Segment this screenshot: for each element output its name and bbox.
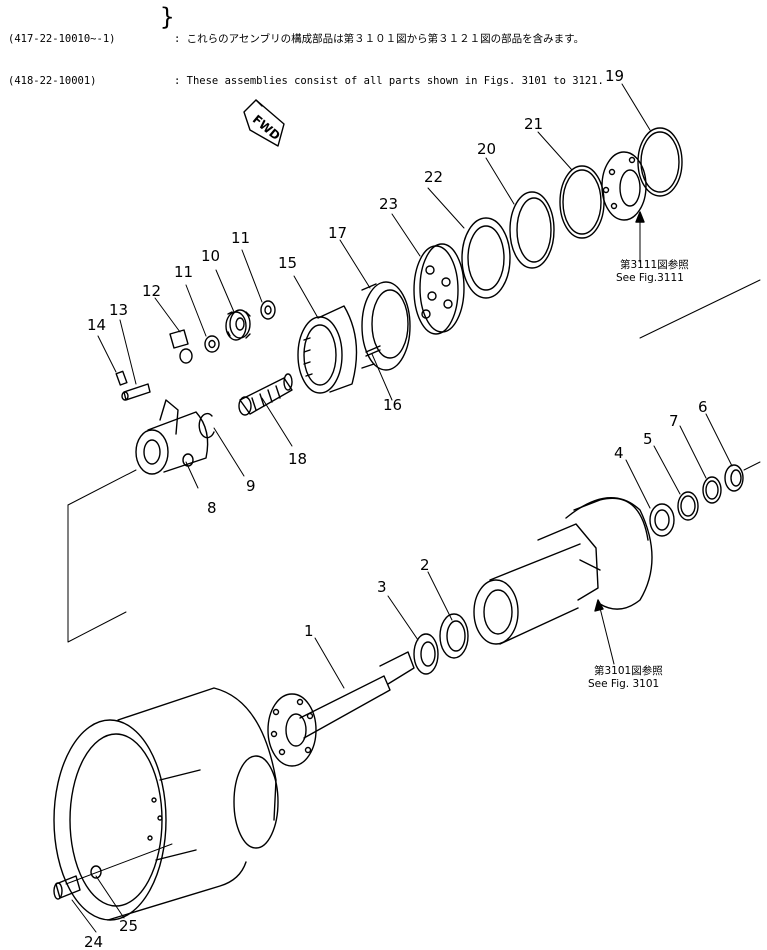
axle-housing xyxy=(473,497,653,645)
callout-14: 14 xyxy=(87,316,106,334)
ref-fig3111-en: See Fig.3111 xyxy=(616,272,684,284)
callout-4: 4 xyxy=(614,444,624,462)
callout-21: 21 xyxy=(524,115,543,133)
part-15-ring-gear xyxy=(297,305,358,394)
assembly-outline-lines xyxy=(67,279,761,643)
serial-ranges: (417-22-10010~-1) (418-22-10001) xyxy=(8,4,158,116)
callout-22: 22 xyxy=(424,168,443,186)
note-japanese: : これらのアセンブリの構成部品は第３１０１図から第３１２１図の部品を含みます。 xyxy=(174,33,585,45)
part-24-bolt xyxy=(53,875,81,900)
part-3111-hub xyxy=(601,151,647,221)
part-19-o-ring xyxy=(637,127,683,197)
callout-numbers: 1 2 3 4 5 6 7 8 9 10 11 11 12 13 14 15 1… xyxy=(84,67,708,950)
part-17-cover xyxy=(361,281,411,371)
part-10-gear xyxy=(225,309,251,341)
part-7-lock-washer xyxy=(702,476,722,504)
callout-20: 20 xyxy=(477,140,496,158)
part-6-nut xyxy=(724,464,744,492)
callout-1: 1 xyxy=(304,622,314,640)
part-11-nut-a xyxy=(204,335,220,353)
part-1-axle-shaft xyxy=(267,651,415,767)
header: (417-22-10010~-1) (418-22-10001) } : これら… xyxy=(8,4,604,87)
part-12-washer xyxy=(169,329,193,364)
callout-25: 25 xyxy=(119,917,138,935)
part-23-friction-disc xyxy=(413,243,465,335)
callout-15: 15 xyxy=(278,254,297,272)
part-5-spacer xyxy=(677,491,699,521)
fwd-label: FWD xyxy=(250,112,283,143)
leader-lines xyxy=(65,83,733,933)
callout-13: 13 xyxy=(109,301,128,319)
part-22-plate xyxy=(461,217,511,299)
part-4-bearing xyxy=(649,503,675,537)
callout-5: 5 xyxy=(643,430,653,448)
callout-18: 18 xyxy=(288,450,307,468)
callout-6: 6 xyxy=(698,398,708,416)
part-2-bearing xyxy=(439,613,469,659)
part-11-nut-b xyxy=(260,300,276,320)
callout-8: 8 xyxy=(207,499,217,517)
callout-3: 3 xyxy=(377,578,387,596)
serial-range-2: (418-22-10001) xyxy=(8,75,97,87)
callout-2: 2 xyxy=(420,556,430,574)
callout-16: 16 xyxy=(383,396,402,414)
part-3-seal xyxy=(413,633,439,675)
wheel-rim xyxy=(53,687,279,921)
ref-fig3101-jp: 第3101図参照 xyxy=(594,664,663,677)
serial-range-1: (417-22-10010~-1) xyxy=(8,33,116,45)
callout-23: 23 xyxy=(379,195,398,213)
callout-7: 7 xyxy=(669,412,679,430)
part-18-sun-shaft xyxy=(238,373,293,416)
assembly-notes: : これらのアセンブリの構成部品は第３１０１図から第３１２１図の部品を含みます。… xyxy=(174,4,604,116)
callout-17: 17 xyxy=(328,224,347,242)
callout-10: 10 xyxy=(201,247,220,265)
note-english: : These assemblies consist of all parts … xyxy=(174,75,604,87)
callout-19: 19 xyxy=(605,67,624,85)
brace-symbol: } xyxy=(160,3,175,31)
part-20-ring xyxy=(509,191,555,269)
part-21-o-ring xyxy=(559,165,605,239)
part-8-carrier xyxy=(135,399,209,475)
part-13-pin xyxy=(121,383,151,401)
part-25-washer xyxy=(90,865,102,879)
callout-9: 9 xyxy=(246,477,256,495)
figure-references: 第3111図参照 See Fig.3111 第3101図参照 See Fig. … xyxy=(588,258,689,690)
callout-11b: 11 xyxy=(231,229,250,247)
reference-arrows xyxy=(594,211,645,612)
part-14-pin xyxy=(115,370,128,386)
ref-fig3111-jp: 第3111図参照 xyxy=(620,258,689,271)
part-9-snap-ring xyxy=(198,412,215,439)
callout-11a: 11 xyxy=(174,263,193,281)
ref-fig3101-en: See Fig. 3101 xyxy=(588,678,659,690)
callout-24: 24 xyxy=(84,933,103,950)
fwd-arrow: FWD xyxy=(243,99,285,147)
callout-12: 12 xyxy=(142,282,161,300)
